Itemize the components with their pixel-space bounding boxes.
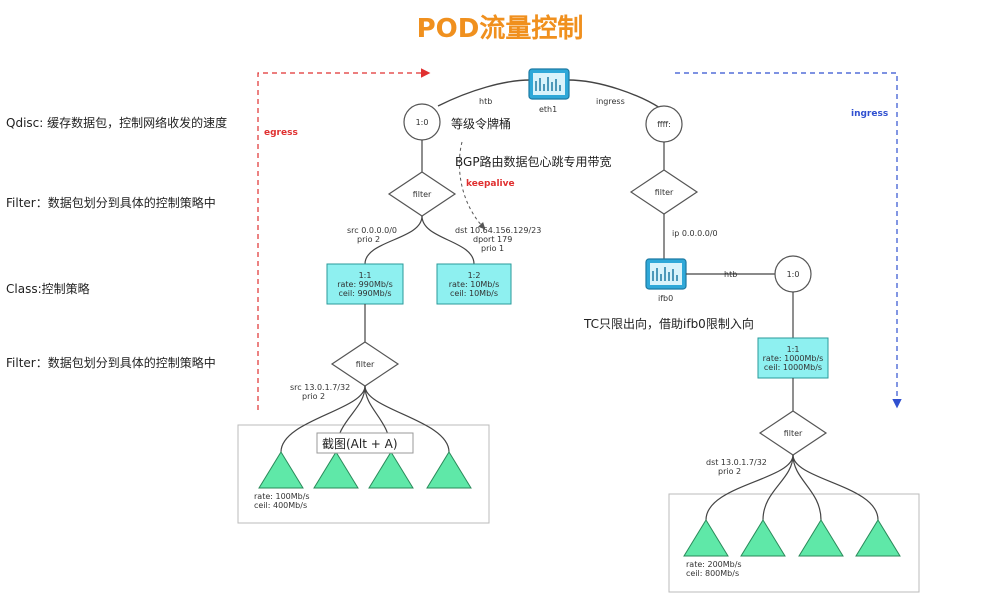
right-class1-rate: rate: 1000Mb/s bbox=[763, 354, 824, 363]
left-class2-id: 1:2 bbox=[468, 271, 481, 280]
right-leaf-ceil: ceil: 800Mb/s bbox=[686, 569, 739, 578]
left-dst-rule-3: prio 1 bbox=[481, 244, 504, 253]
ingress-link-label: ingress bbox=[596, 97, 625, 106]
left-dst-rule-2: dport 179 bbox=[473, 235, 512, 244]
right-leaf-3 bbox=[798, 519, 844, 557]
htb-link-label: htb bbox=[479, 97, 492, 106]
left-leaf-rule-2: prio 2 bbox=[302, 392, 325, 401]
left-src-rule-2: prio 2 bbox=[357, 235, 380, 244]
screenshot-tooltip-text: 截图(Alt + A) bbox=[322, 437, 398, 451]
legend-filter: Filter：数据包划分到具体的控制策略中 bbox=[6, 196, 216, 210]
ifb0-label: ifb0 bbox=[658, 294, 673, 303]
right-class-1 bbox=[757, 337, 829, 379]
ifb0-icon bbox=[645, 258, 687, 290]
eth1-icon bbox=[528, 68, 570, 100]
left-leaf-rule-1: src 13.0.1.7/32 bbox=[290, 383, 350, 392]
page-title: POD流量控制 bbox=[416, 14, 584, 44]
left-leaf-ceil: ceil: 400Mb/s bbox=[254, 501, 307, 510]
left-class2-ceil: ceil: 10Mb/s bbox=[450, 289, 498, 298]
left-class1-ceil: ceil: 990Mb/s bbox=[338, 289, 391, 298]
right-filter2-label: filter bbox=[784, 429, 803, 438]
left-class-2 bbox=[436, 263, 512, 305]
right-class1-id: 1:1 bbox=[787, 345, 800, 354]
ifb-htb-label: htb bbox=[724, 270, 737, 279]
left-leaf-2 bbox=[313, 451, 359, 489]
left-class1-rate: rate: 990Mb/s bbox=[337, 280, 393, 289]
screenshot-tooltip bbox=[316, 432, 414, 454]
eth-htb-link bbox=[437, 79, 531, 107]
right-leaf-2 bbox=[740, 519, 786, 557]
tc-note: TC只限出向，借助ifb0限制入向 bbox=[583, 316, 754, 331]
bucket-note: 等级令牌桶 bbox=[451, 116, 511, 131]
left-leaf-1 bbox=[258, 451, 304, 489]
right-root-label: ffff: bbox=[657, 120, 671, 129]
left-leaf-4 bbox=[426, 451, 472, 489]
left-filter-label: filter bbox=[413, 190, 432, 199]
egress-arrow bbox=[257, 68, 431, 410]
right-filter-label: filter bbox=[655, 188, 674, 197]
keepalive-label: keepalive bbox=[466, 179, 515, 189]
left-class1-id: 1:1 bbox=[359, 271, 372, 280]
keepalive-arrow bbox=[458, 141, 486, 230]
legend-qdisc: Qdisc: 缓存数据包，控制网络收发的速度 bbox=[6, 116, 228, 130]
ingress-label: ingress bbox=[851, 109, 888, 119]
right-leaf-1 bbox=[683, 519, 729, 557]
left-leaf-3 bbox=[368, 451, 414, 489]
right-leaf-rule-1: dst 13.0.1.7/32 bbox=[706, 458, 767, 467]
bgp-note: BGP路由数据包心跳专用带宽 bbox=[455, 154, 612, 169]
egress-label: egress bbox=[264, 128, 298, 138]
left-src-rule-1: src 0.0.0.0/0 bbox=[347, 226, 397, 235]
left-dst-rule-1: dst 10.64.156.129/23 bbox=[455, 226, 541, 235]
left-filter2-label: filter bbox=[356, 360, 375, 369]
eth-ingress-link bbox=[567, 79, 661, 109]
right-ip-rule: ip 0.0.0.0/0 bbox=[672, 229, 718, 238]
left-class-1 bbox=[326, 263, 404, 305]
left-class2-rate: rate: 10Mb/s bbox=[449, 280, 500, 289]
right-class1-ceil: ceil: 1000Mb/s bbox=[764, 363, 822, 372]
left-leaf-rate: rate: 100Mb/s bbox=[254, 492, 310, 501]
eth1-label: eth1 bbox=[539, 105, 557, 114]
legend-class: Class:控制策略 bbox=[6, 282, 90, 296]
legend-filter-2: Filter：数据包划分到具体的控制策略中 bbox=[6, 356, 216, 370]
left-root-label: 1:0 bbox=[416, 118, 429, 127]
ingress-arrow bbox=[675, 72, 902, 409]
right-leaf-rate: rate: 200Mb/s bbox=[686, 560, 742, 569]
ifb-root-label: 1:0 bbox=[787, 270, 800, 279]
right-leaf-4 bbox=[855, 519, 901, 557]
right-leaf-rule-2: prio 2 bbox=[718, 467, 741, 476]
